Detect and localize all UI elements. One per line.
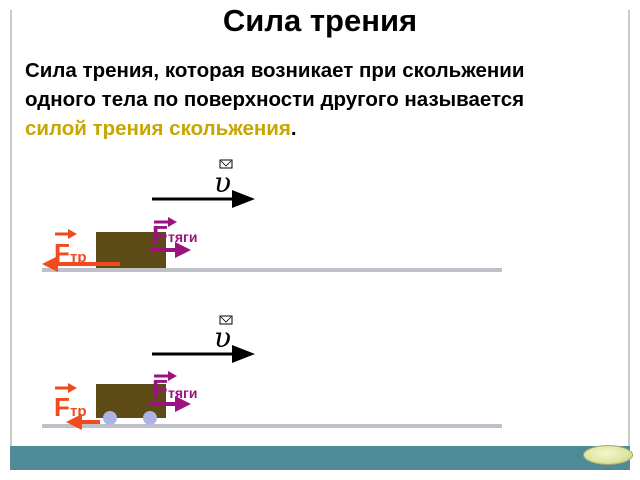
friction-arrowhead-icon bbox=[66, 414, 82, 430]
friction-label-1: F bbox=[54, 238, 70, 268]
paragraph-period: . bbox=[290, 117, 297, 140]
paragraph-line-1: Сила трения, которая возникает при сколь… bbox=[25, 59, 525, 82]
velocity-arrowhead-icon bbox=[232, 190, 255, 208]
traction-label-2: F bbox=[152, 374, 168, 404]
highlight-term: силой трения скольжения bbox=[25, 117, 291, 140]
cart-wheel-right bbox=[143, 411, 157, 425]
cart-wheel-left bbox=[103, 411, 117, 425]
vector-arrow-glyph-icon bbox=[219, 315, 233, 325]
paragraph-line-2: одного тела по поверхности другого назыв… bbox=[25, 88, 525, 111]
paragraph-line-3: силой трения скольжения. bbox=[25, 114, 635, 143]
diagram-rolling-cart: υ F тр F тяги bbox=[42, 315, 502, 430]
footer-bar bbox=[10, 446, 630, 470]
traction-sub-2: тяги bbox=[168, 385, 197, 401]
traction-sub-1: тяги bbox=[168, 229, 197, 245]
definition-paragraph: Сила трения, которая возникает при сколь… bbox=[25, 56, 635, 143]
vector-arrow-glyph-icon bbox=[219, 159, 233, 169]
friction-arrowhead-icon bbox=[42, 256, 58, 272]
traction-vector-1: F тяги bbox=[150, 217, 197, 258]
velocity-symbol: υ bbox=[214, 321, 231, 354]
traction-arrowhead-icon bbox=[175, 242, 191, 258]
slide-title: Сила трения bbox=[222, 3, 418, 38]
next-slide-button[interactable] bbox=[584, 446, 632, 464]
traction-arrowhead-icon bbox=[175, 396, 191, 412]
friction-vector-2: F тр bbox=[54, 383, 100, 430]
velocity-symbol: υ bbox=[214, 166, 231, 199]
diagram-sliding-block: υ F тр F тяги bbox=[42, 159, 502, 272]
velocity-vector-1: υ bbox=[152, 159, 255, 208]
traction-label-1: F bbox=[152, 220, 168, 250]
friction-sub-2: тр bbox=[70, 403, 87, 420]
velocity-arrowhead-icon bbox=[232, 345, 255, 363]
friction-vector-1: F тр bbox=[42, 229, 120, 272]
velocity-vector-2: υ bbox=[152, 315, 255, 363]
traction-vector-2: F тяги bbox=[150, 371, 197, 412]
friction-sub-1: тр bbox=[70, 249, 87, 266]
friction-label-2: F bbox=[54, 392, 70, 422]
